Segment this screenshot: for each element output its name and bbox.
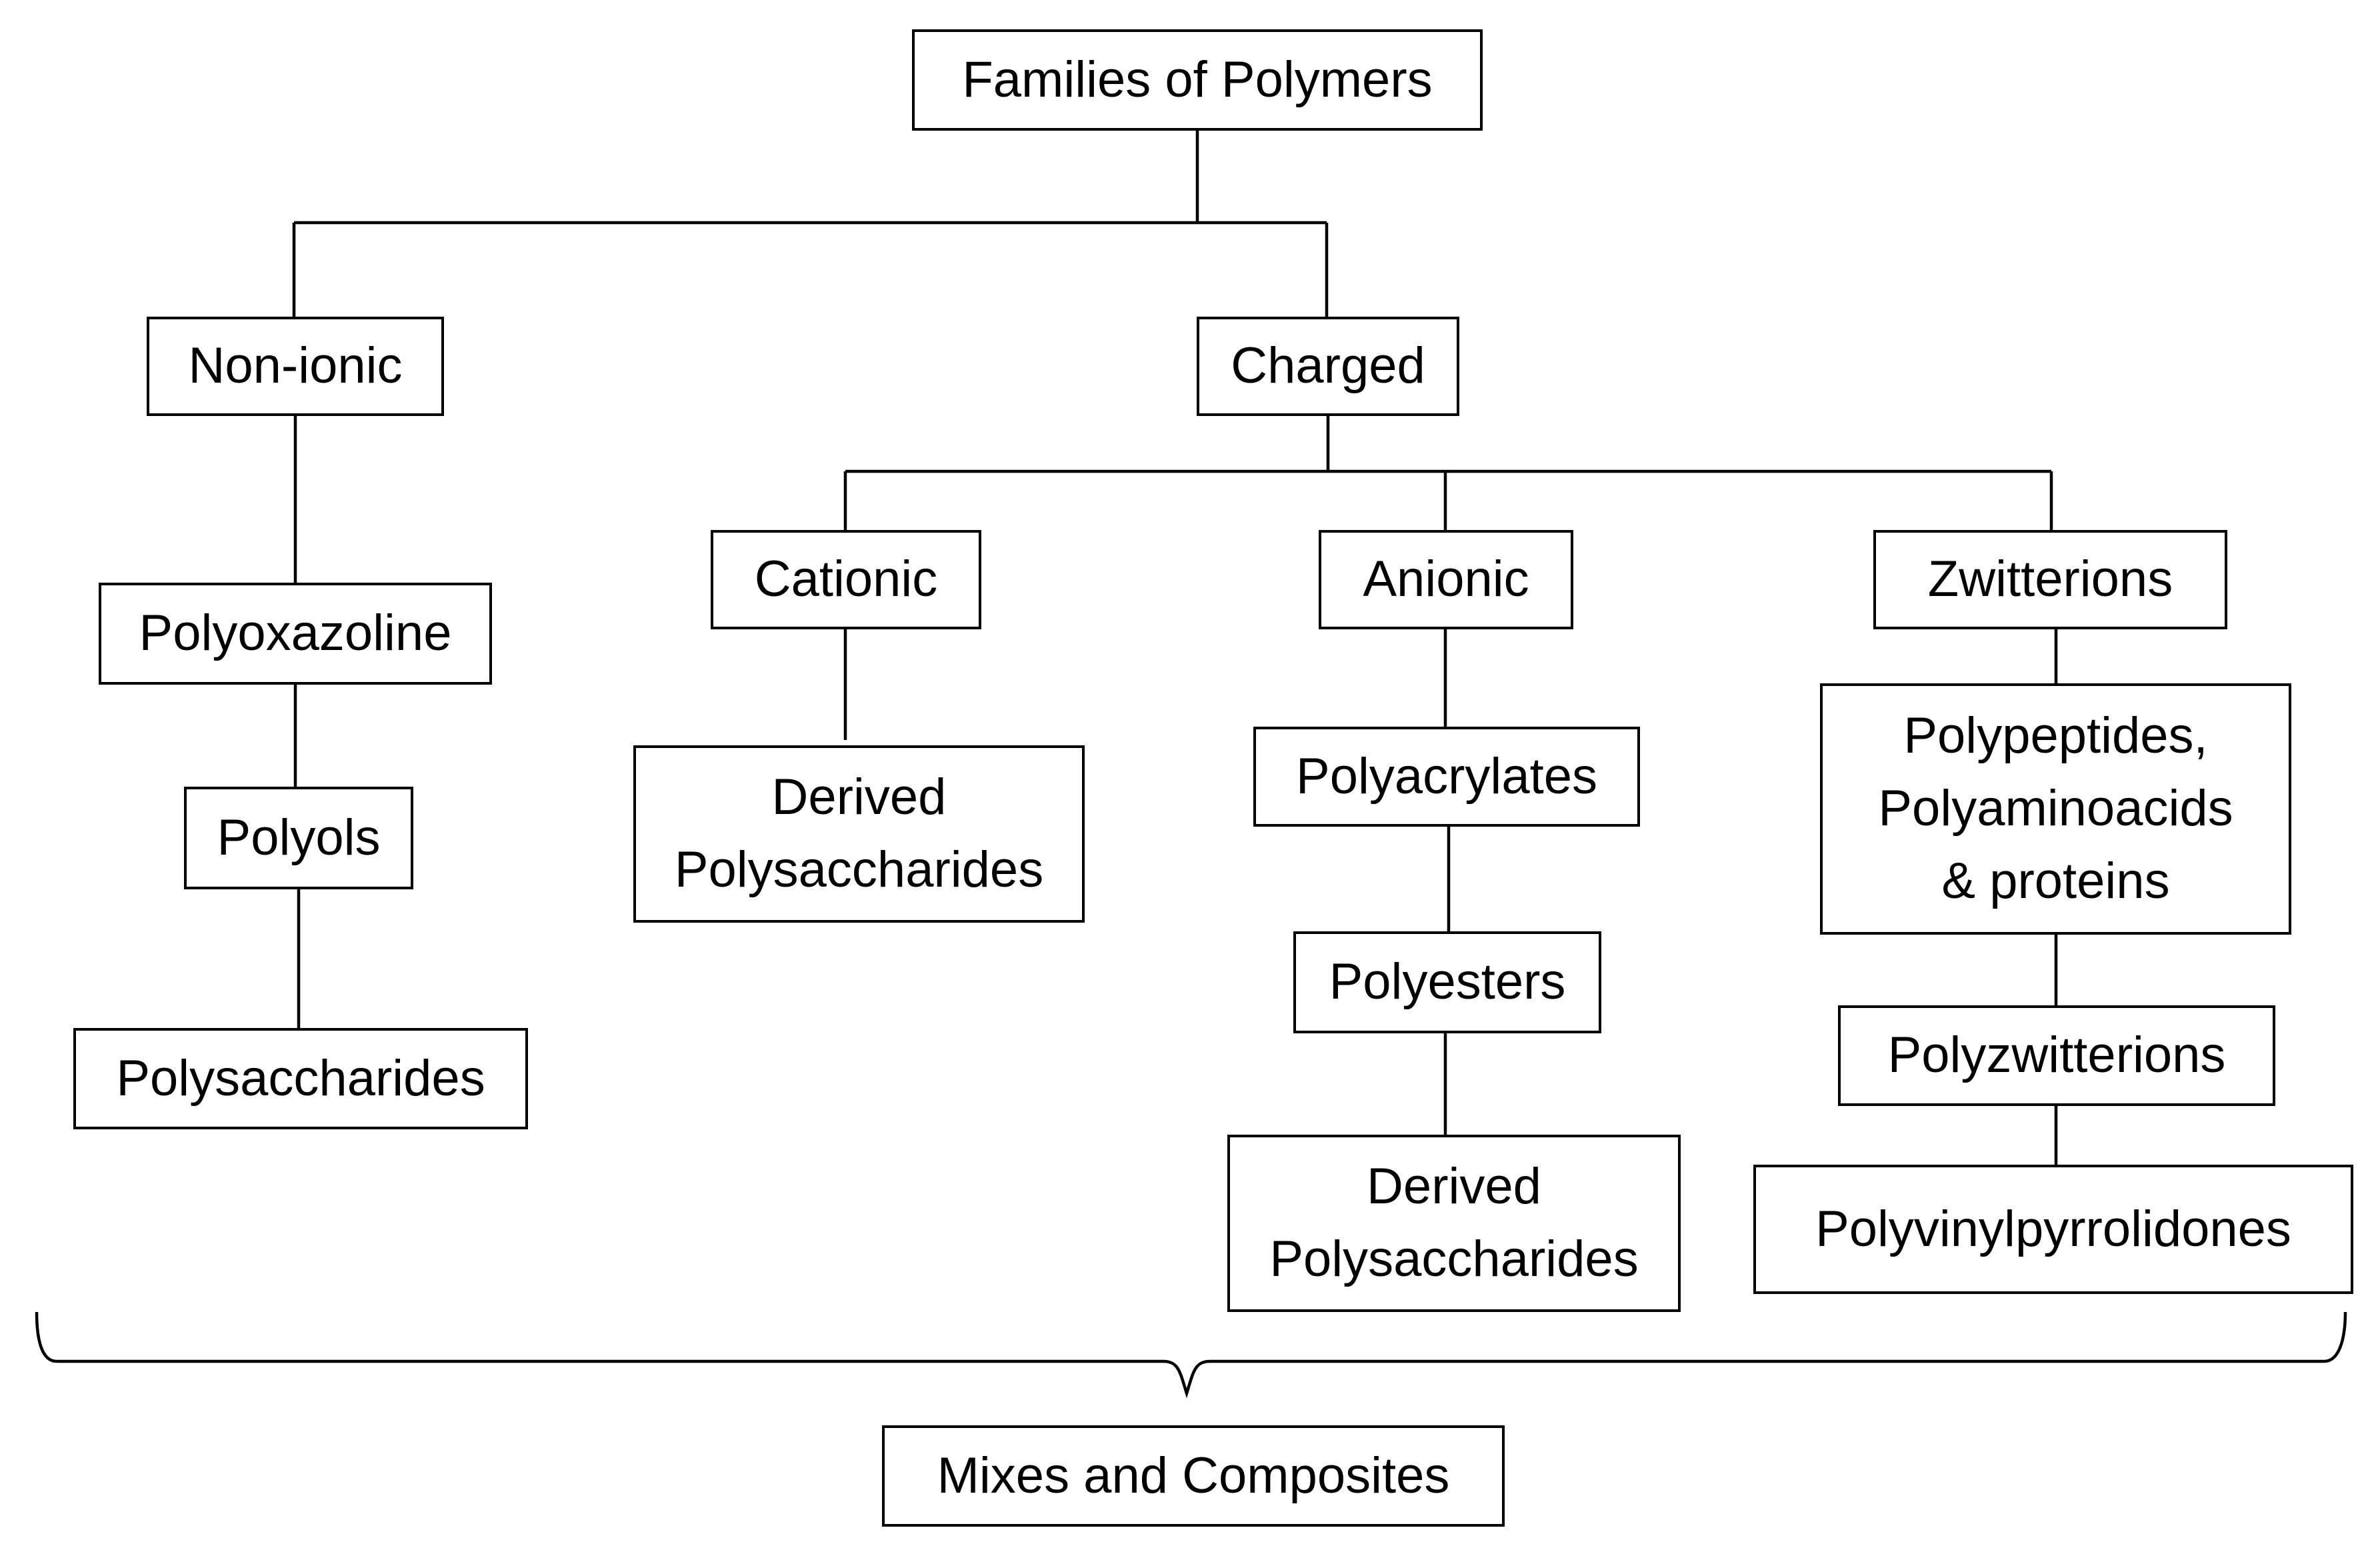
cationic-box: Cationic: [711, 530, 981, 629]
charged-box: Charged: [1197, 317, 1459, 416]
curly-brace: [35, 1311, 2347, 1399]
anionic-box: Anionic: [1319, 530, 1573, 629]
polyesters-box: Polyesters: [1293, 931, 1601, 1033]
polyzwitterions-box: Polyzwitterions: [1838, 1005, 2275, 1106]
polyoxazoline-box: Polyoxazoline: [99, 583, 492, 685]
cationic-derived-polysaccharides-box: Derived Polysaccharides: [633, 745, 1085, 923]
polysaccharides-box: Polysaccharides: [73, 1028, 528, 1129]
root-box: Families of Polymers: [912, 29, 1483, 131]
polyvinylpyrrolidones-box: Polyvinylpyrrolidones: [1753, 1165, 2353, 1294]
zwitterions-box: Zwitterions: [1873, 530, 2227, 629]
mixes-composites-box: Mixes and Composites: [882, 1425, 1505, 1527]
nonionic-box: Non-ionic: [147, 317, 444, 416]
polypeptides-box: Polypeptides, Polyaminoacids & proteins: [1820, 683, 2291, 935]
polyacrylates-box: Polyacrylates: [1253, 727, 1640, 827]
anionic-derived-polysaccharides-box: Derived Polysaccharides: [1227, 1135, 1681, 1312]
polyols-box: Polyols: [184, 787, 413, 889]
